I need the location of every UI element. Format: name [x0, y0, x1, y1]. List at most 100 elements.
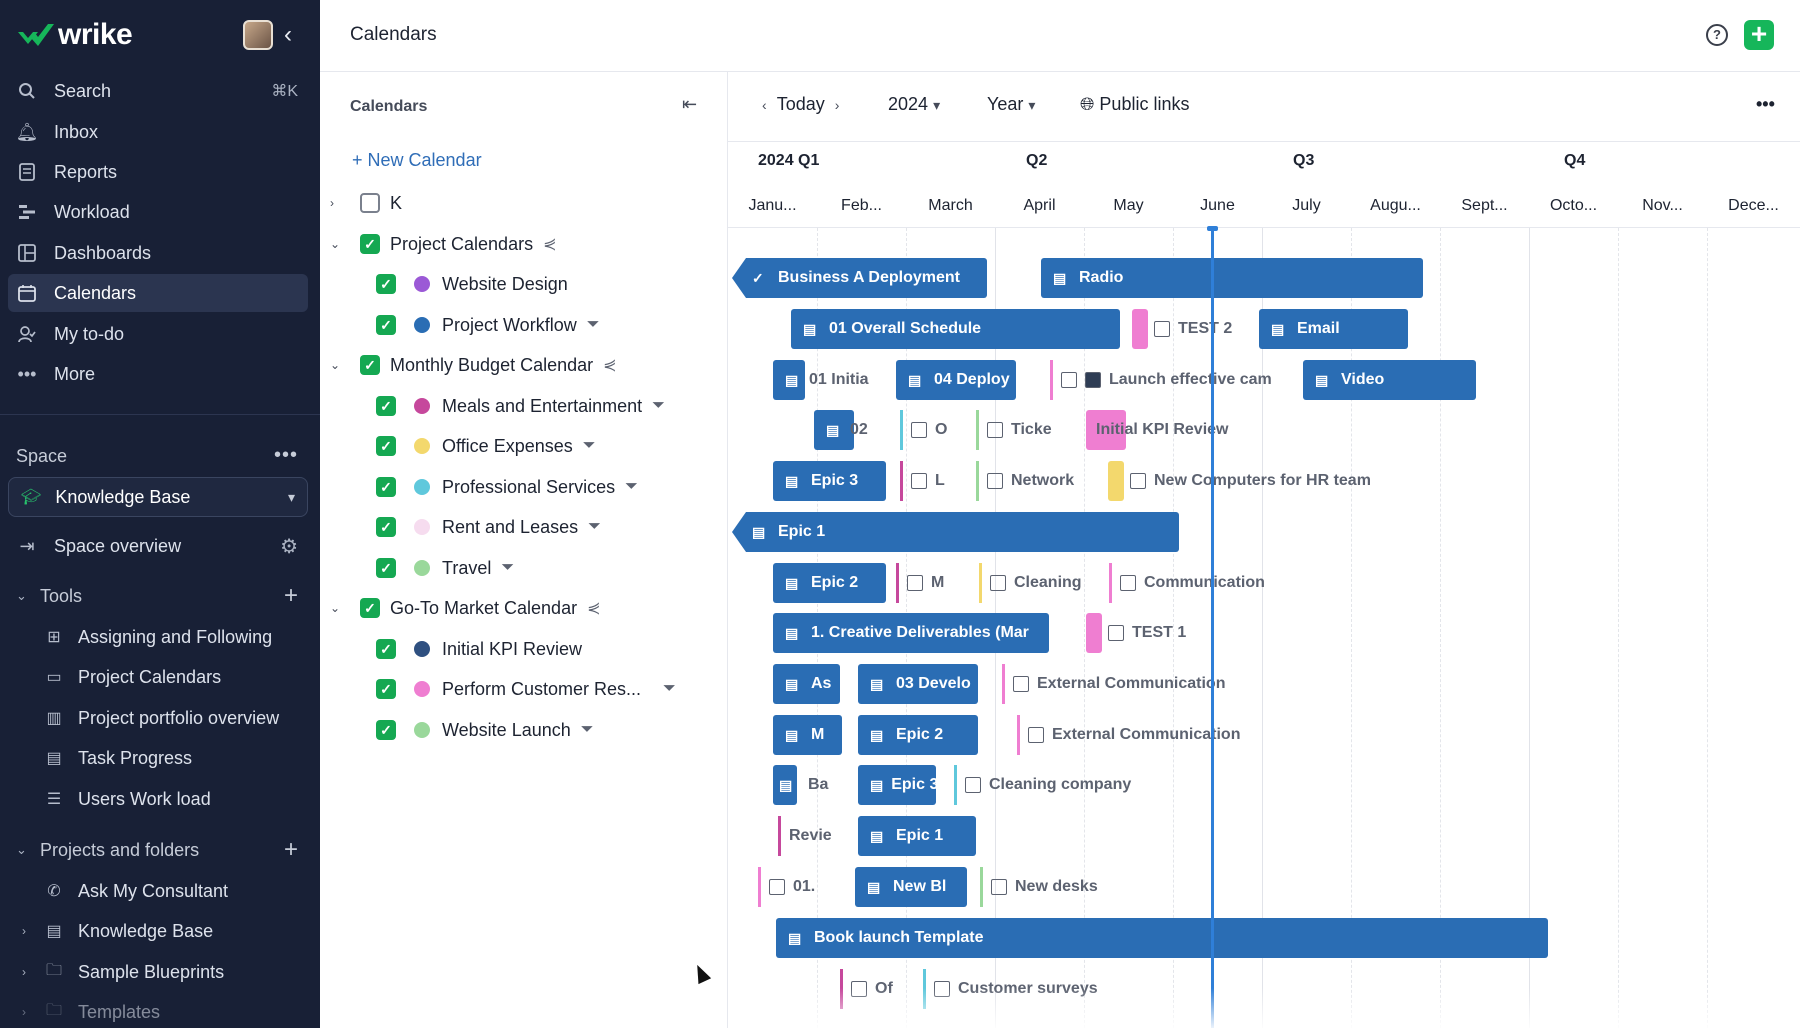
tools-section[interactable]: ⌄ Tools + — [16, 579, 306, 613]
calendar-item-travel[interactable]: ✓ Travel ⏷ — [376, 553, 514, 583]
nav-more[interactable]: ••• More — [8, 355, 308, 393]
share-icon[interactable]: ⋞ — [543, 236, 557, 253]
checkbox[interactable]: ✓ — [376, 639, 396, 659]
task-bar[interactable]: ▤Book launch Template — [776, 918, 1548, 958]
project-ask-my-consultant[interactable]: ✆Ask My Consultant — [44, 873, 314, 909]
year-selector[interactable]: 2024 ▾ — [888, 94, 940, 115]
nav-calendars[interactable]: Calendars — [8, 274, 308, 312]
task-note[interactable]: New Computers for HR team — [1108, 461, 1371, 501]
task-note[interactable]: Network — [976, 461, 1074, 501]
today-nav[interactable]: ‹ Today › — [762, 94, 839, 115]
nav-inbox[interactable]: 🔔︎ Inbox — [8, 113, 308, 151]
tool-users-workload[interactable]: ☰Users Work load — [44, 781, 314, 817]
task-note[interactable]: Ba — [808, 765, 828, 805]
task-note[interactable]: Initial KPI Review — [1086, 410, 1228, 450]
checkbox[interactable]: ✓ — [376, 679, 396, 699]
projects-section[interactable]: ⌄ Projects and folders + — [16, 833, 306, 867]
task-note[interactable]: O — [900, 410, 947, 450]
task-bar[interactable]: ▤ — [773, 360, 805, 400]
share-icon[interactable]: ⋞ — [603, 357, 617, 374]
new-calendar-button[interactable]: + New Calendar — [352, 150, 482, 170]
task-bar[interactable]: ▤As — [773, 664, 840, 704]
task-note[interactable]: 01 Initia — [809, 360, 869, 400]
chevron-right-icon[interactable]: › — [22, 965, 26, 979]
task-note[interactable]: External Communication — [1017, 715, 1240, 755]
chevron-down-icon[interactable]: ⌄ — [330, 358, 341, 372]
task-bar[interactable]: ▤Epic 2 — [858, 715, 978, 755]
task-note[interactable]: 01. — [758, 867, 815, 907]
add-tool-icon[interactable]: + — [283, 582, 298, 609]
chevron-right-icon[interactable]: › — [330, 196, 334, 210]
wrike-logo[interactable]: wrike — [16, 18, 133, 52]
calendar-item-professional-services[interactable]: ✓ Professional Services ⏷ — [376, 472, 638, 502]
task-bar[interactable]: ▤01 Overall Schedule — [791, 309, 1120, 349]
checkbox[interactable]: ✓ — [376, 517, 396, 537]
task-note[interactable]: New desks — [980, 867, 1098, 907]
calendar-item-customer-research[interactable]: ✓ Perform Customer Res... ⏷ — [376, 674, 676, 704]
task-note[interactable]: Cleaning — [979, 563, 1082, 603]
task-bar[interactable]: ▤New Bl — [855, 867, 967, 907]
calendar-item-rent-leases[interactable]: ✓ Rent and Leases ⏷ — [376, 512, 601, 542]
filter-icon[interactable]: ⏷ — [501, 559, 515, 576]
filter-icon[interactable]: ⏷ — [586, 316, 600, 333]
task-bar[interactable]: ▤ — [773, 765, 797, 805]
checkbox[interactable]: ✓ — [376, 274, 396, 294]
task-bar[interactable]: ▤1. Creative Deliverables (Mar — [773, 613, 1049, 653]
task-note[interactable]: Revie — [778, 816, 832, 856]
task-note[interactable]: Communication — [1109, 563, 1265, 603]
calendar-group-go-to-market[interactable]: ⌄ ✓ Go-To Market Calendar ⋞ — [330, 593, 601, 623]
scale-selector[interactable]: Year ▾ — [987, 94, 1035, 115]
filter-icon[interactable]: ⏷ — [663, 680, 676, 697]
filter-icon[interactable]: ⏷ — [652, 397, 665, 414]
space-overview[interactable]: ⇥ Space overview ⚙︎ — [8, 527, 308, 565]
checkbox[interactable]: ✓ — [376, 396, 396, 416]
chevron-left-icon[interactable]: ‹ — [762, 97, 767, 113]
nav-workload[interactable]: Workload — [8, 193, 308, 231]
filter-icon[interactable]: ⏷ — [588, 518, 601, 535]
nav-dashboards[interactable]: Dashboards — [8, 234, 308, 272]
task-bar[interactable]: ▤Epic 3 — [773, 461, 886, 501]
task-bar[interactable]: ▤04 Deploy — [896, 360, 1016, 400]
task-note[interactable]: TEST 1 — [1086, 613, 1186, 653]
plus-icon[interactable]: + — [1744, 20, 1774, 50]
tool-project-calendars[interactable]: ▭Project Calendars — [44, 659, 314, 695]
checkbox[interactable]: ✓ — [360, 234, 380, 254]
tool-assigning-following[interactable]: ⊞Assigning and Following — [44, 619, 314, 655]
project-templates[interactable]: › 🗀︎Templates — [22, 994, 314, 1030]
task-note[interactable]: External Communication — [1002, 664, 1225, 704]
calendar-group-project-calendars[interactable]: ⌄ ✓ Project Calendars ⋞ — [330, 229, 557, 259]
nav-search[interactable]: Search ⌘K — [8, 72, 308, 110]
task-note[interactable]: Ticke — [976, 410, 1052, 450]
collapse-panel-icon[interactable]: ⇤ — [682, 94, 698, 114]
checkbox[interactable]: ✓ — [376, 720, 396, 740]
user-avatar[interactable] — [243, 20, 273, 50]
collapse-sidebar-icon[interactable]: ‹ — [284, 21, 292, 48]
task-bar[interactable]: ▤Email — [1259, 309, 1408, 349]
calendar-item-website-design[interactable]: ✓ Website Design — [376, 269, 568, 299]
calendar-item-project-workflow[interactable]: ✓ Project Workflow ⏷ — [376, 310, 600, 340]
space-selector[interactable]: 🎓︎ Knowledge Base ▾ — [8, 477, 308, 517]
task-note[interactable]: 02 — [850, 410, 868, 450]
space-menu-icon[interactable]: ••• — [274, 444, 299, 466]
gear-icon[interactable]: ⚙︎ — [280, 535, 298, 558]
task-note[interactable]: Launch effective cam — [1050, 360, 1272, 400]
today-button[interactable]: Today — [776, 94, 825, 114]
filter-icon[interactable]: ⏷ — [582, 437, 596, 454]
task-bar[interactable]: ▤ — [814, 410, 854, 450]
nav-reports[interactable]: Reports — [8, 153, 308, 191]
help-icon[interactable]: ? — [1706, 24, 1728, 46]
calendar-item-meals[interactable]: ✓ Meals and Entertainment ⏷ — [376, 391, 665, 421]
task-bar[interactable]: ▤Epic 1 — [858, 816, 976, 856]
chevron-right-icon[interactable]: › — [834, 97, 840, 113]
project-sample-blueprints[interactable]: › 🗀︎Sample Blueprints — [22, 954, 314, 990]
checkbox[interactable]: ✓ — [376, 436, 396, 456]
task-bar[interactable]: ▤03 Develo — [858, 664, 978, 704]
tool-portfolio-overview[interactable]: ▥Project portfolio overview — [44, 700, 314, 736]
task-note[interactable]: M — [896, 563, 944, 603]
calendar-item-website-launch[interactable]: ✓ Website Launch ⏷ — [376, 715, 594, 745]
calendar-group-monthly-budget[interactable]: ⌄ ✓ Monthly Budget Calendar ⋞ — [330, 350, 617, 380]
calendar-item-office-expenses[interactable]: ✓ Office Expenses ⏷ — [376, 431, 596, 461]
share-icon[interactable]: ⋞ — [587, 600, 601, 617]
task-note[interactable]: Cleaning company — [954, 765, 1131, 805]
task-bar[interactable]: ▤Radio — [1041, 258, 1423, 298]
